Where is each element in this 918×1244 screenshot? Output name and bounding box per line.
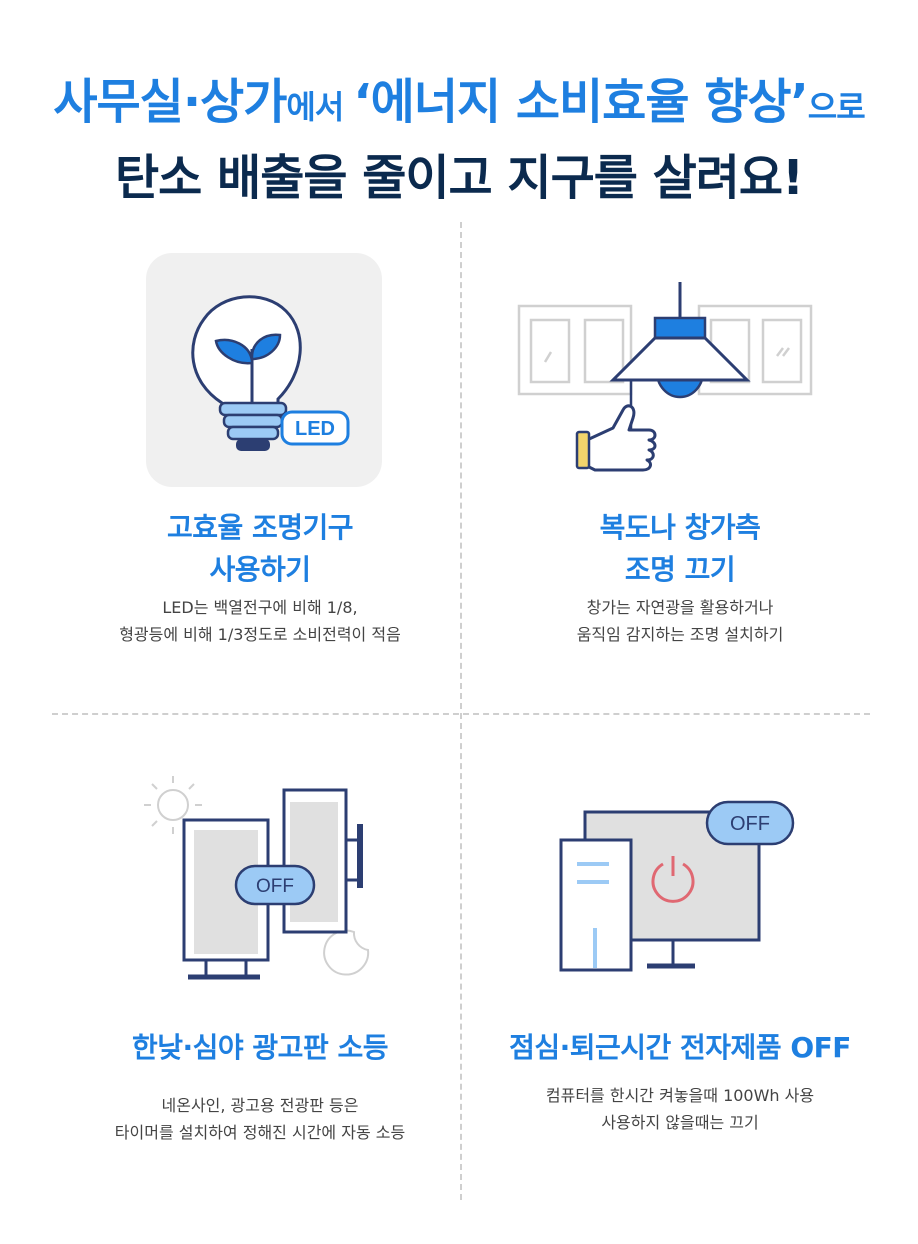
led-bulb-icon: LED: [146, 253, 382, 487]
headline-suffix: 으로: [807, 88, 866, 126]
billboard-icon: OFF: [144, 776, 370, 980]
tip4-desc-line1: 컴퓨터를 한시간 켜놓을때 100Wh 사용: [545, 1086, 815, 1105]
tip2-desc-line1: 창가는 자연광을 활용하거나: [586, 598, 774, 617]
tip3-desc-line2: 타이머를 설치하여 정해진 시간에 자동 소등: [114, 1123, 406, 1142]
horizontal-divider: [52, 713, 870, 715]
pendant-lamp-icon: [517, 282, 813, 472]
tip4-title: 점심·퇴근시간 전자제품 OFF: [509, 1031, 851, 1064]
led-badge: LED: [295, 418, 335, 440]
tip3-title: 한낮·심야 광고판 소등: [132, 1031, 388, 1064]
headline-place: 사무실·상가: [53, 74, 287, 130]
computer-off-badge: OFF: [730, 813, 770, 835]
billboard-off-badge: OFF: [256, 876, 294, 897]
headline-quote: ‘에너지 소비효율 향상’: [353, 74, 808, 130]
tip2-desc-line2: 움직임 감지하는 조명 설치하기: [576, 625, 784, 644]
tip1-title-line2: 사용하기: [209, 553, 311, 586]
tip1-title-line1: 고효율 조명기구: [166, 511, 354, 544]
tip1-desc: LED는 백열전구에 비해 1/8, 형광등에 비해 1/3정도로 소비전력이 적…: [60, 594, 460, 648]
headline-line1: 사무실·상가에서 ‘에너지 소비효율 향상’으로: [0, 62, 918, 132]
tip1-desc-line2: 형광등에 비해 1/3정도로 소비전력이 적음: [119, 625, 401, 644]
computer-icon: OFF: [559, 800, 795, 972]
headline-particle: 에서: [286, 88, 354, 126]
headline-line2: 탄소 배출을 줄이고 지구를 살려요!: [115, 150, 804, 206]
tip4-desc-line2: 사용하지 않을때는 끄기: [601, 1113, 759, 1132]
tip2-title-line1: 복도나 창가측: [599, 511, 761, 544]
tip2-title-line2: 조명 끄기: [624, 553, 736, 586]
vertical-divider: [460, 222, 462, 1200]
tip3-desc-line1: 네온사인, 광고용 전광판 등은: [161, 1096, 359, 1115]
tip1-desc-line1: LED는 백열전구에 비해 1/8,: [162, 598, 358, 617]
